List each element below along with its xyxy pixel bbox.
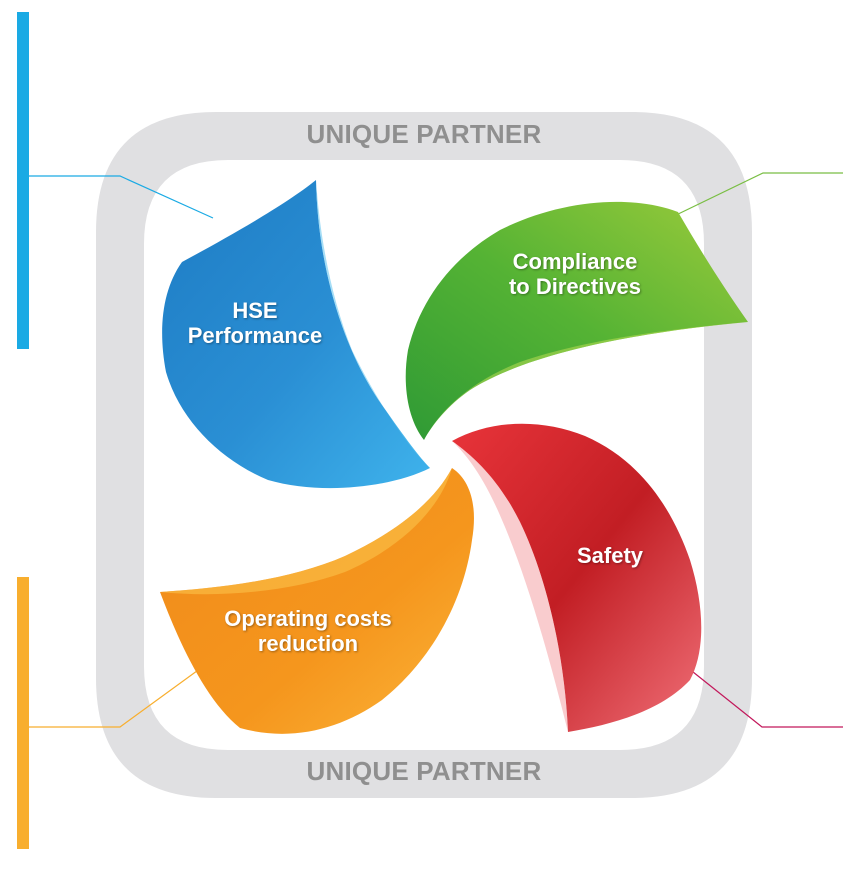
petal-costs-highlight [160,468,452,595]
petal-compliance [405,201,748,440]
petal-hse [162,180,430,489]
petal-safety [452,423,702,732]
blue-accent-bar [17,12,29,349]
connector-blue [28,175,214,219]
connector-red [677,659,843,728]
connector-green [671,172,843,218]
petal-label-safety: Safety [576,543,644,568]
petal-compliance-highlight [424,322,748,440]
frame-top-label: UNIQUE PARTNER [306,119,542,149]
frame-ring [96,112,752,798]
orange-accent-bar [17,577,29,849]
petal-label-compliance: Compliance to Directives [508,249,642,299]
frame-bottom-label: UNIQUE PARTNER [306,756,542,786]
petal-label-hse: HSE Performance [187,298,323,348]
connector-orange [28,659,213,728]
petal-label-costs: Operating costs reduction [224,606,392,656]
